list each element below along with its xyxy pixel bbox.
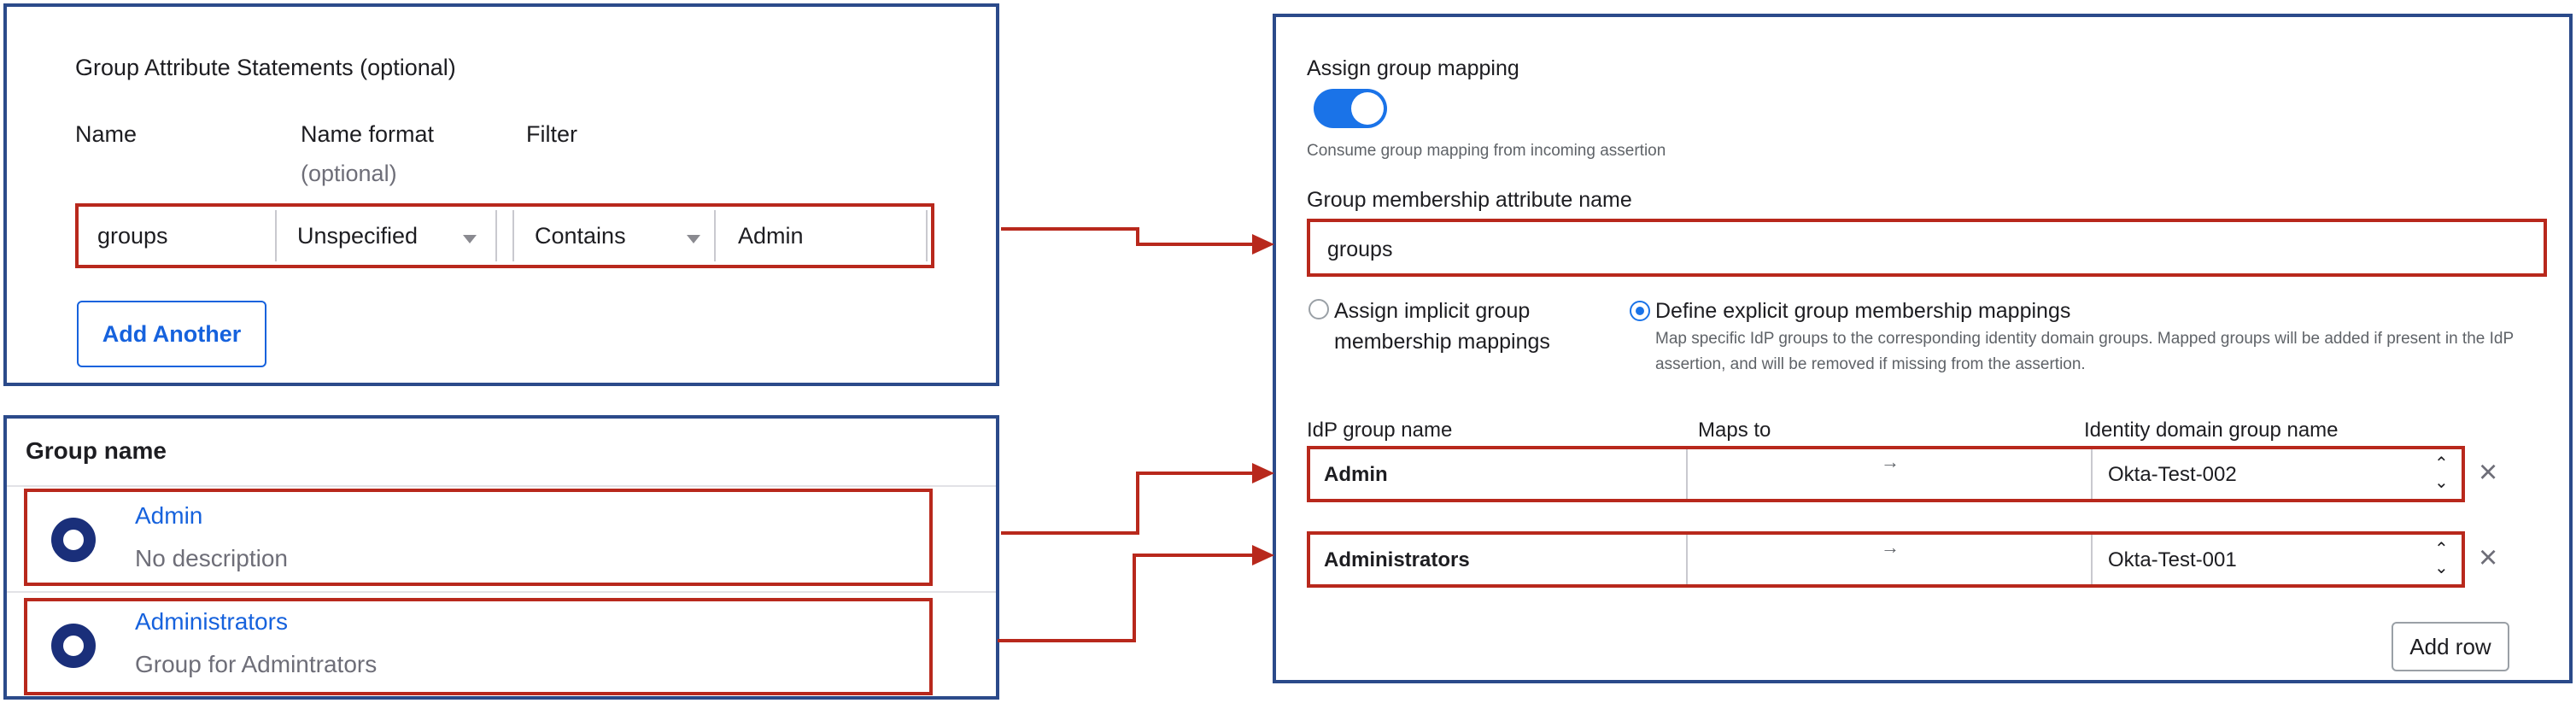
idp-group-input[interactable]: Administrators (1324, 548, 1470, 571)
column-header-name: Name (75, 121, 138, 147)
radio-explicit-label: Define explicit group membership mapping… (1655, 299, 2071, 323)
group-attribute-statements-panel: Group Attribute Statements (optional) Na… (3, 3, 999, 386)
group-list-header: Group name (26, 437, 167, 464)
chevron-down-icon (463, 235, 477, 243)
radio-explicit-help-line1: Map specific IdP groups to the correspon… (1655, 330, 2515, 348)
attribute-name-field-value: groups (1327, 237, 1393, 261)
group-item-admin[interactable]: Admin No description (24, 489, 933, 586)
name-format-value: Unspecified (297, 222, 419, 249)
attribute-row-highlight: groups Unspecified Contains Admin (75, 203, 934, 268)
divider (7, 485, 996, 487)
column-header-name-format: Name format (301, 121, 435, 147)
radio-implicit-label-line2: membership mappings (1334, 330, 1550, 354)
filter-value-input[interactable]: Admin (717, 210, 928, 261)
radio-explicit[interactable] (1630, 301, 1650, 321)
divider (1686, 535, 1688, 584)
radio-implicit[interactable] (1308, 299, 1329, 319)
divider (2091, 449, 2093, 499)
column-header-domain-group: Identity domain group name (2084, 419, 2339, 442)
divider (1686, 449, 1688, 499)
connector-line (998, 554, 1254, 642)
mapping-row: Admin → Okta-Test-002 ⌃⌄ (1307, 446, 2465, 502)
divider (2091, 535, 2093, 584)
chevron-down-icon (687, 235, 700, 243)
column-header-optional-note: (optional) (301, 161, 397, 186)
group-description: No description (135, 545, 288, 571)
radio-explicit-help-line2: assertion, and will be removed if missin… (1655, 355, 2086, 373)
divider (7, 591, 996, 593)
filter-type-select[interactable]: Contains (516, 210, 716, 261)
group-list-panel: Group name Admin No description Administ… (3, 415, 999, 700)
toggle-help-text: Consume group mapping from incoming asse… (1307, 142, 1666, 160)
attribute-name-label: Group membership attribute name (1307, 188, 1632, 212)
assign-group-mapping-toggle[interactable] (1314, 89, 1387, 128)
arrowhead (1252, 234, 1274, 255)
domain-group-select[interactable]: Okta-Test-002 (2108, 463, 2237, 486)
add-row-button[interactable]: Add row (2392, 622, 2509, 671)
connector-line (1001, 472, 1254, 535)
section-title: Group Attribute Statements (optional) (75, 55, 456, 80)
column-header-idp-group: IdP group name (1307, 419, 1453, 442)
group-name-link[interactable]: Admin (135, 502, 203, 529)
attribute-name-value: groups (97, 222, 168, 249)
column-header-maps-to: Maps to (1698, 419, 1771, 442)
add-another-button[interactable]: Add Another (77, 301, 266, 367)
select-stepper-icon: ⌃⌄ (2434, 540, 2449, 577)
attribute-name-input[interactable]: groups (79, 210, 277, 261)
group-mapping-panel: Assign group mapping Consume group mappi… (1273, 14, 2573, 683)
idp-group-input[interactable]: Admin (1324, 463, 1388, 486)
arrowhead (1252, 545, 1274, 565)
domain-group-select[interactable]: Okta-Test-001 (2108, 548, 2237, 571)
group-name-link[interactable]: Administrators (135, 608, 288, 635)
group-item-administrators[interactable]: Administrators Group for Admintrators (24, 598, 933, 695)
group-icon (51, 624, 96, 668)
select-stepper-icon: ⌃⌄ (2434, 454, 2449, 492)
radio-implicit-label-line1: Assign implicit group (1334, 299, 1531, 323)
filter-value: Admin (738, 222, 804, 249)
name-format-select[interactable]: Unspecified (278, 210, 497, 261)
toggle-knob (1351, 92, 1384, 125)
mapping-row: Administrators → Okta-Test-001 ⌃⌄ (1307, 531, 2465, 588)
attribute-name-field[interactable]: groups (1307, 219, 2547, 277)
assign-group-mapping-label: Assign group mapping (1307, 56, 1519, 80)
column-header-filter: Filter (526, 121, 577, 147)
arrowhead (1252, 463, 1274, 483)
connector-line (1001, 227, 1254, 246)
remove-row-1-close-icon[interactable]: × (2479, 454, 2498, 490)
group-icon (51, 518, 96, 562)
group-description: Group for Admintrators (135, 651, 378, 677)
filter-type-value: Contains (535, 222, 626, 249)
arrow-right-icon: → (1881, 451, 1900, 472)
filter-spacer (499, 210, 514, 261)
arrow-right-icon: → (1881, 536, 1900, 558)
remove-row-2-close-icon[interactable]: × (2479, 540, 2498, 576)
